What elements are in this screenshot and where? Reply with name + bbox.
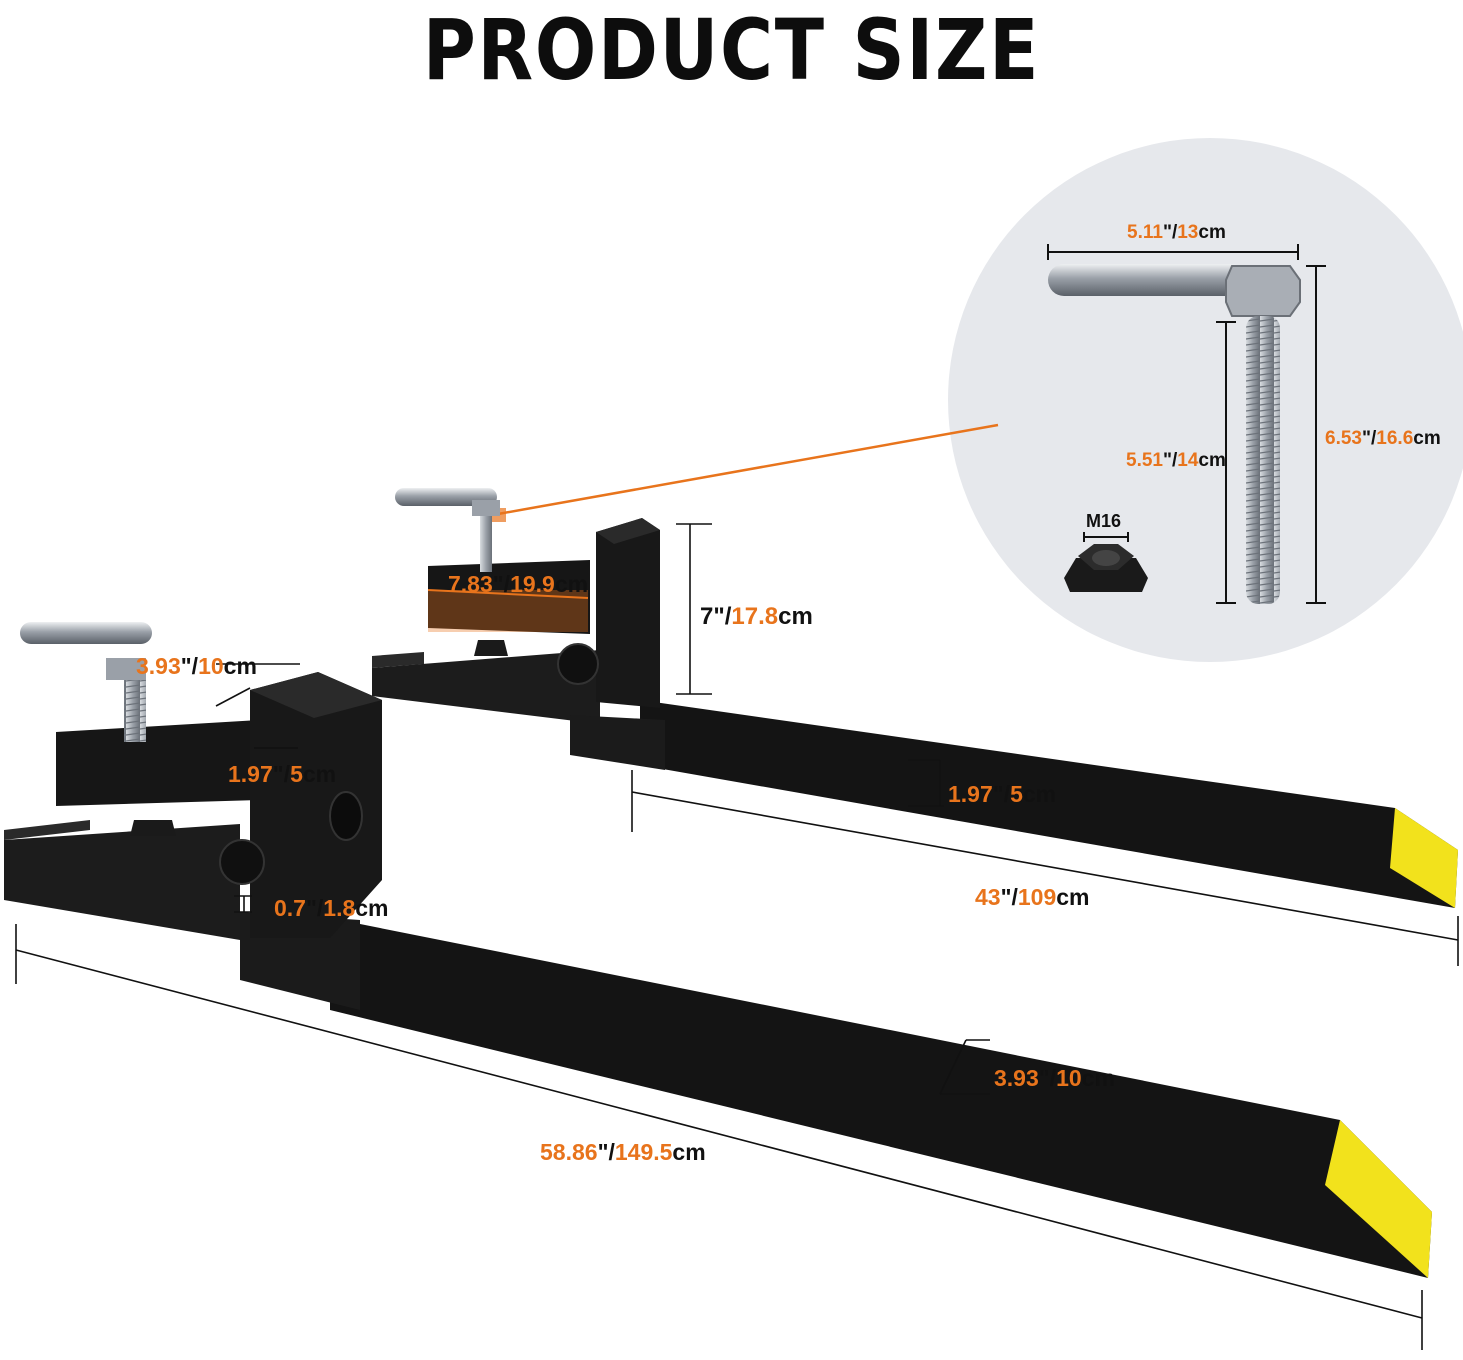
dim-back-fork-length: 43"/109cm: [975, 884, 1090, 910]
front-fork-tip: [1325, 1120, 1432, 1278]
callout-circle: [948, 138, 1463, 662]
dim-front-fork-length: 58.86"/149.5cm: [540, 1139, 706, 1165]
detail-dimension-lines: [1047, 244, 1326, 604]
dim-bracket-length: 7.83"/19.9cm: [448, 571, 588, 597]
dim-bolt-total: 6.53"/16.6cm: [1325, 428, 1441, 449]
dim-nut: M16: [1086, 511, 1121, 531]
page-title: PRODUCT SIZE: [422, 1, 1041, 99]
dim-front-tube-height: 1.97"/5cm: [948, 781, 1056, 807]
front-upright: [250, 672, 382, 938]
dim-upright-width: 3.93"/10cm: [136, 653, 257, 679]
dim-gap: 0.7"/1.8cm: [274, 895, 389, 921]
dim-bolt-handle: 5.11"/13cm: [1127, 222, 1226, 243]
back-bracket: [428, 560, 590, 634]
main-dimension-lines: [15, 523, 1459, 1350]
dim-upright-height: 7"/17.8cm: [700, 603, 813, 630]
back-fork: [372, 488, 1458, 908]
back-fork-tip: [1390, 808, 1458, 908]
dim-bolt-thread: 5.51"/14cm: [1126, 450, 1226, 471]
detail-nut: [1064, 544, 1148, 592]
callout-leader-line: [497, 423, 999, 516]
dim-front-fork-width: 3.93"/10cm: [994, 1065, 1115, 1091]
back-upright: [596, 518, 660, 708]
detail-bolt: [1048, 264, 1301, 604]
front-fork: [4, 622, 1432, 1278]
dim-slot-width: 1.97"/5cm: [228, 761, 336, 787]
front-bracket: [56, 720, 260, 806]
